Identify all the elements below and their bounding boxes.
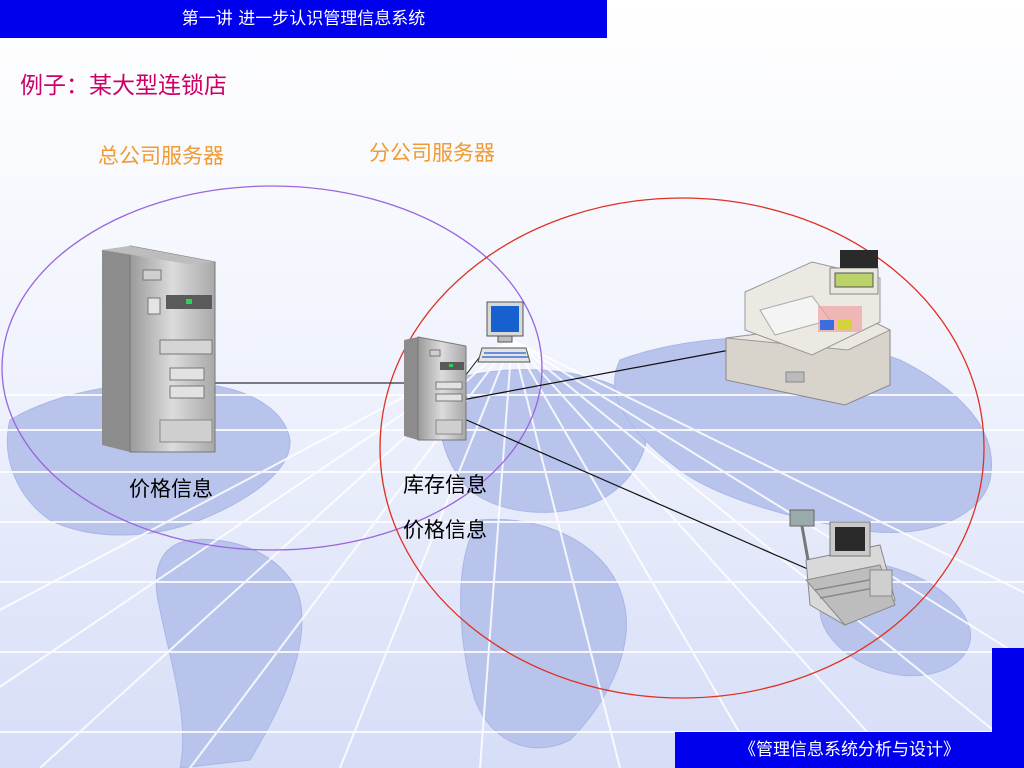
corner-accent-bar bbox=[992, 648, 1024, 738]
monitor-keyboard-icon bbox=[477, 301, 531, 363]
header-bar: 第一讲 进一步认识管理信息系统 bbox=[0, 0, 607, 38]
hq-server-icon bbox=[102, 245, 216, 453]
branch-info-stock-label: 库存信息 bbox=[403, 473, 487, 497]
hq-circle bbox=[1, 185, 543, 551]
cash-register-icon bbox=[725, 250, 892, 406]
branch-circle bbox=[379, 197, 985, 699]
footer-bar: 《管理信息系统分析与设计》 bbox=[675, 732, 1024, 768]
branch-info-price-label: 价格信息 bbox=[403, 518, 487, 542]
pos-terminal-icon bbox=[789, 509, 896, 626]
link-branch-register bbox=[461, 349, 731, 401]
branch-server-icon bbox=[404, 336, 467, 441]
slide-title: 例子：某大型连锁店 bbox=[20, 73, 227, 99]
hq-server-label: 总公司服务器 bbox=[98, 144, 224, 168]
hq-info-label: 价格信息 bbox=[129, 477, 213, 501]
link-branch-pos bbox=[461, 417, 811, 571]
branch-server-label: 分公司服务器 bbox=[369, 141, 495, 165]
